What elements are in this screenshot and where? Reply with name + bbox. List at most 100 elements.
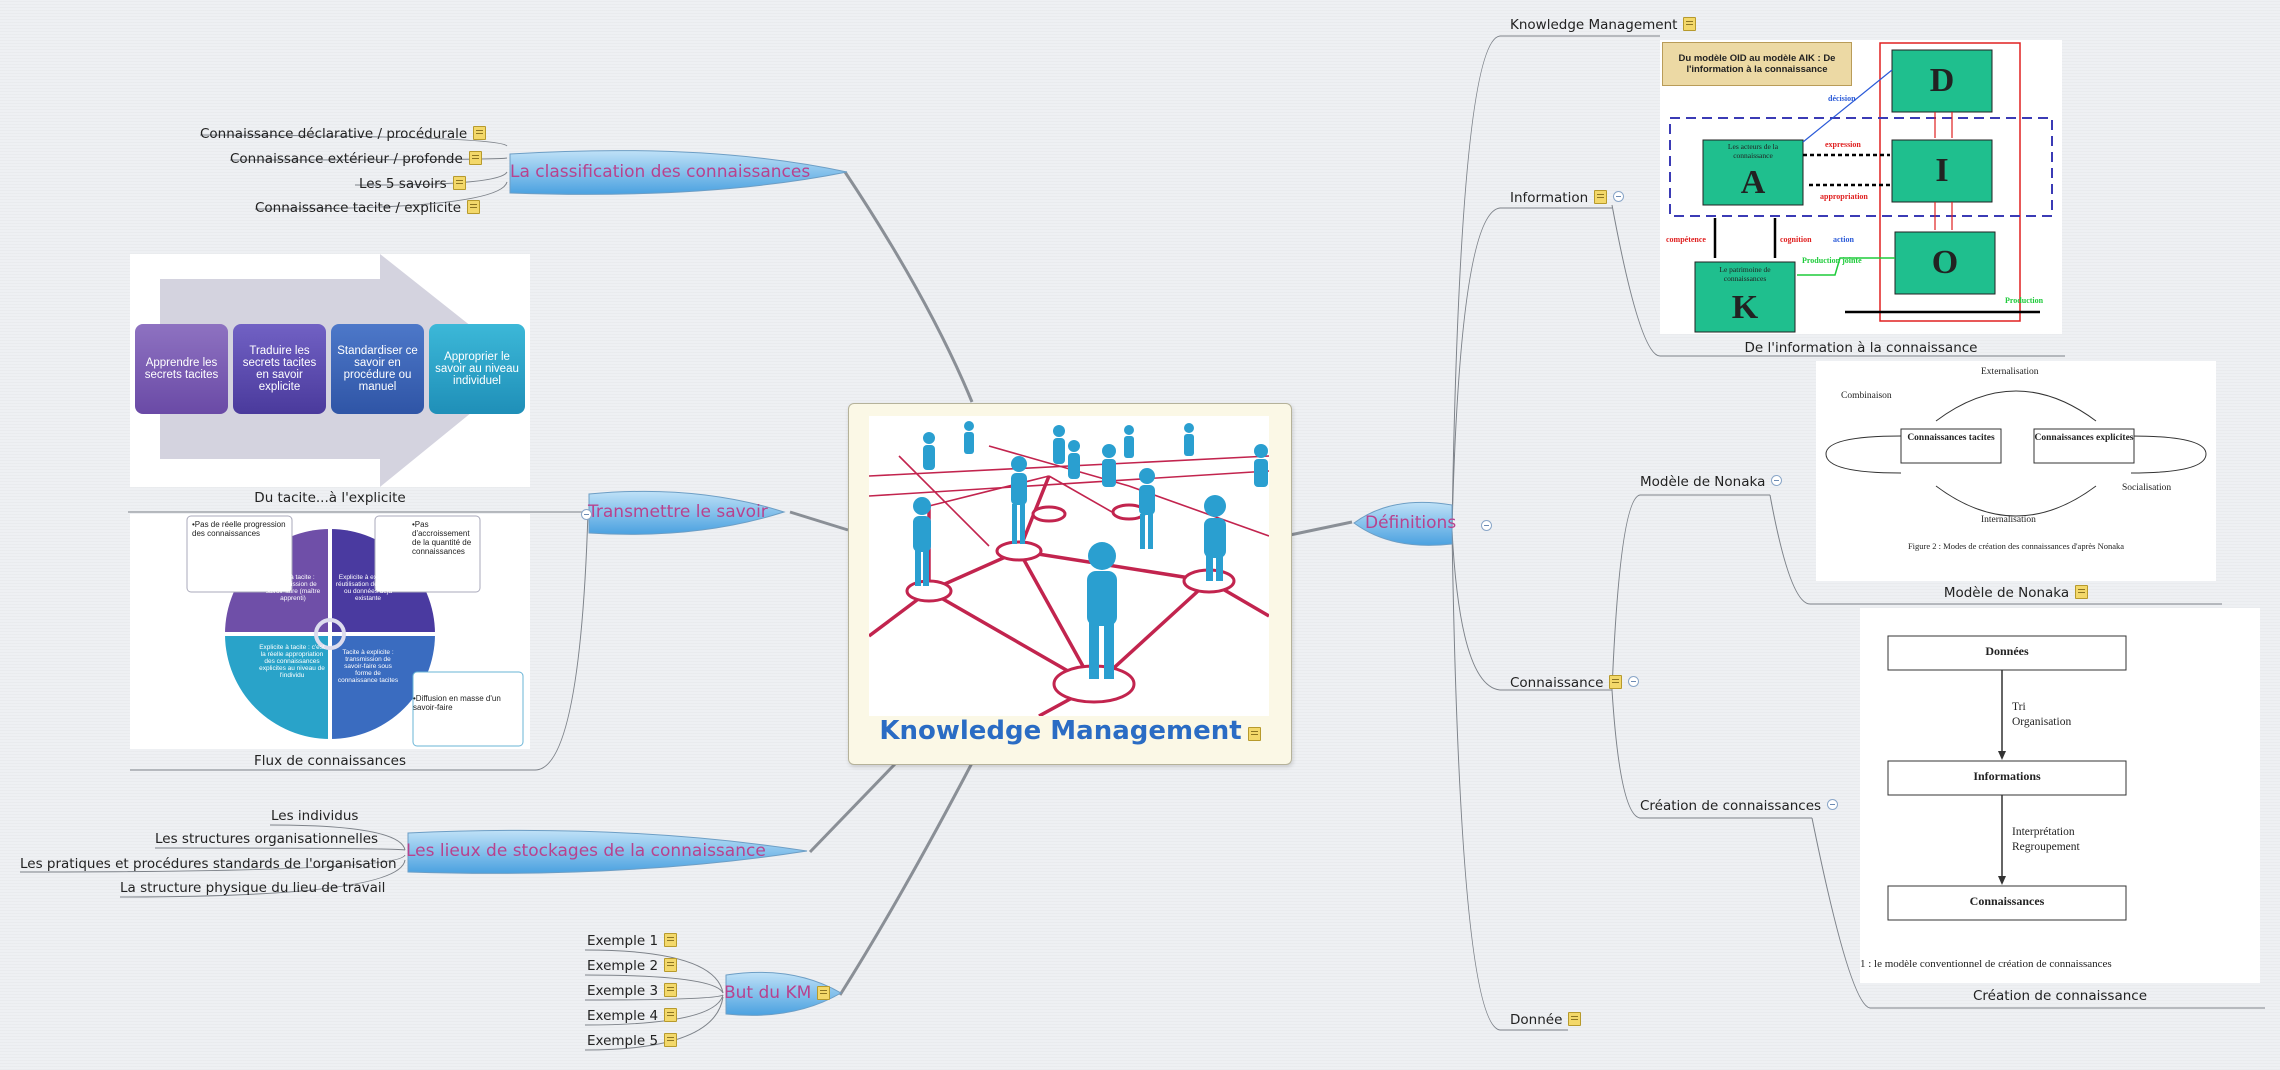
but-topic-label[interactable]: But du KM <box>724 983 831 1003</box>
collapse-icon[interactable] <box>581 509 592 520</box>
note-icon[interactable] <box>1247 727 1261 741</box>
arrow-label-line: Regroupement <box>2012 841 2080 853</box>
arrow-label: cognition <box>1780 235 1812 244</box>
but-item-label: Exemple 5 <box>587 1033 659 1049</box>
note-icon[interactable] <box>1609 675 1623 689</box>
collapse-icon[interactable] <box>1771 475 1783 486</box>
callout-text: •Diffusion en masse d'un savoir-faire <box>413 694 501 712</box>
definition-item-connaissance[interactable]: Connaissance <box>1510 675 1640 691</box>
classification-topic-label[interactable]: La classification des connaissances <box>510 162 811 182</box>
step-box: Approprier le savoir au niveau individue… <box>429 324 525 414</box>
network-people-image <box>869 416 1269 716</box>
oid-caption[interactable]: De l'information à la connaissance <box>1744 340 1978 356</box>
note-icon[interactable] <box>664 933 678 947</box>
arrow-label: Production jointe <box>1802 256 1862 265</box>
letter-d: D <box>1929 62 1955 99</box>
quadrant-text: Tacite à tacite : Transmission de savoir… <box>265 574 321 602</box>
collapse-icon[interactable] <box>1827 799 1839 810</box>
note-icon[interactable] <box>1594 190 1608 204</box>
lieux-topic-label[interactable]: Les lieux de stockages de la connaissanc… <box>406 841 766 861</box>
creation-box: Connaissances <box>1969 894 2045 908</box>
definition-item-label: Knowledge Management <box>1510 17 1678 33</box>
but-item-label: Exemple 4 <box>587 1008 659 1024</box>
note-icon[interactable] <box>473 126 487 140</box>
definition-sub-creation[interactable]: Création de connaissances <box>1640 798 1839 814</box>
nonaka-image: Connaissances tacites Connaissances expl… <box>1816 361 2216 581</box>
classification-topic-shape[interactable] <box>507 146 850 200</box>
lieux-topic-shape[interactable] <box>405 825 810 879</box>
oid-title: Du modèle OID au modèle AIK : De l'infor… <box>1662 42 1852 86</box>
nonaka-box: Connaissances tacites <box>1907 433 1995 443</box>
letter-a: A <box>1740 163 1766 201</box>
arrow-label-line: Interprétation <box>2012 826 2075 838</box>
nonaka-figure: Figure 2 : Modes de création des connais… <box>1907 541 2125 551</box>
but-item[interactable]: Exemple 1 <box>587 933 678 949</box>
collapse-icon[interactable] <box>1613 191 1625 202</box>
definition-item-information[interactable]: Information <box>1510 190 1625 206</box>
definitions-topic-shape[interactable] <box>1352 497 1454 551</box>
quadrant-text: Tacite à explicite : transmission de sav… <box>337 649 399 684</box>
flux-caption[interactable]: Flux de connaissances <box>254 753 406 769</box>
definitions-topic-label[interactable]: Définitions <box>1365 513 1457 533</box>
quadrant-text: Explicite à explicite : réutilisation de… <box>335 574 401 602</box>
note-icon[interactable] <box>664 1008 678 1022</box>
classification-item[interactable]: Connaissance tacite / explicite <box>255 200 481 216</box>
collapse-icon[interactable] <box>1481 520 1493 531</box>
but-item[interactable]: Exemple 3 <box>587 983 678 999</box>
but-item-label: Exemple 3 <box>587 983 659 999</box>
note-icon[interactable] <box>468 151 482 165</box>
letter-o: O <box>1931 244 1959 281</box>
lieux-item[interactable]: Les pratiques et procédures standards de… <box>20 856 397 872</box>
but-item[interactable]: Exemple 2 <box>587 958 678 974</box>
but-item[interactable]: Exemple 4 <box>587 1008 678 1024</box>
definition-item-donnee[interactable]: Donnée <box>1510 1012 1582 1028</box>
creation-caption[interactable]: Création de connaissance <box>1972 988 2148 1004</box>
classification-item-label: Connaissance tacite / explicite <box>255 200 462 216</box>
note-icon[interactable] <box>664 958 678 972</box>
transmettre-topic-shape[interactable] <box>586 486 788 540</box>
classification-item-label: Connaissance déclarative / procédurale <box>200 126 468 142</box>
note-icon[interactable] <box>817 986 831 1000</box>
definition-item-km[interactable]: Knowledge Management <box>1510 17 1697 33</box>
nonaka-box: Connaissances explicites <box>2034 433 2134 443</box>
definition-sub-nonaka[interactable]: Modèle de Nonaka <box>1640 474 1783 490</box>
lieux-item[interactable]: Les individus <box>271 808 359 824</box>
callout-text: •Pas de réelle progression des connaissa… <box>192 520 286 538</box>
note-icon[interactable] <box>664 983 678 997</box>
note-icon[interactable] <box>452 176 466 190</box>
but-topic-shape[interactable] <box>723 967 845 1021</box>
nonaka-caption[interactable]: Modèle de Nonaka <box>1816 585 2216 601</box>
nonaka-label: Internalisation <box>1981 515 2036 525</box>
classification-item-label: Les 5 savoirs <box>359 176 447 192</box>
note-icon[interactable] <box>467 200 481 214</box>
letter-i: I <box>1935 152 1949 189</box>
step-box: Standardiser ce savoir en procédure ou m… <box>331 324 424 414</box>
nonaka-caption-text: Modèle de Nonaka <box>1943 585 2070 601</box>
note-icon[interactable] <box>664 1033 678 1047</box>
classification-item[interactable]: Connaissance déclarative / procédurale <box>200 126 487 142</box>
but-item[interactable]: Exemple 5 <box>587 1033 678 1049</box>
note-icon[interactable] <box>1683 17 1697 31</box>
arrow-label: appropriation <box>1820 192 1868 201</box>
arrow-label-line: Organisation <box>2012 716 2072 728</box>
creation-box: Informations <box>1973 769 2041 783</box>
note-icon[interactable] <box>1568 1012 1582 1026</box>
lieux-item[interactable]: Les structures organisationnelles <box>155 831 379 847</box>
definition-item-label: Connaissance <box>1510 675 1604 691</box>
k-text: Le patrimoine de connaissances <box>1719 265 1771 283</box>
central-topic[interactable]: Knowledge Management <box>848 403 1292 765</box>
classification-item[interactable]: Connaissance extérieur / profonde <box>230 151 482 167</box>
arrow-label: expression <box>1825 140 1861 149</box>
quadrant-text: Explicite à tacite : c'est la réelle app… <box>259 644 325 679</box>
but-topic-text: But du KM <box>724 983 812 1003</box>
note-icon[interactable] <box>2075 585 2089 599</box>
collapse-icon[interactable] <box>1628 676 1640 687</box>
but-item-label: Exemple 1 <box>587 933 659 949</box>
classification-item[interactable]: Les 5 savoirs <box>359 176 466 192</box>
tacite-explicite-caption[interactable]: Du tacite...à l'explicite <box>254 490 406 506</box>
lieux-item[interactable]: La structure physique du lieu de travail <box>120 880 386 896</box>
nonaka-label: Combinaison <box>1841 391 1892 401</box>
transmettre-topic-label[interactable]: Transmettre le savoir <box>588 502 768 522</box>
